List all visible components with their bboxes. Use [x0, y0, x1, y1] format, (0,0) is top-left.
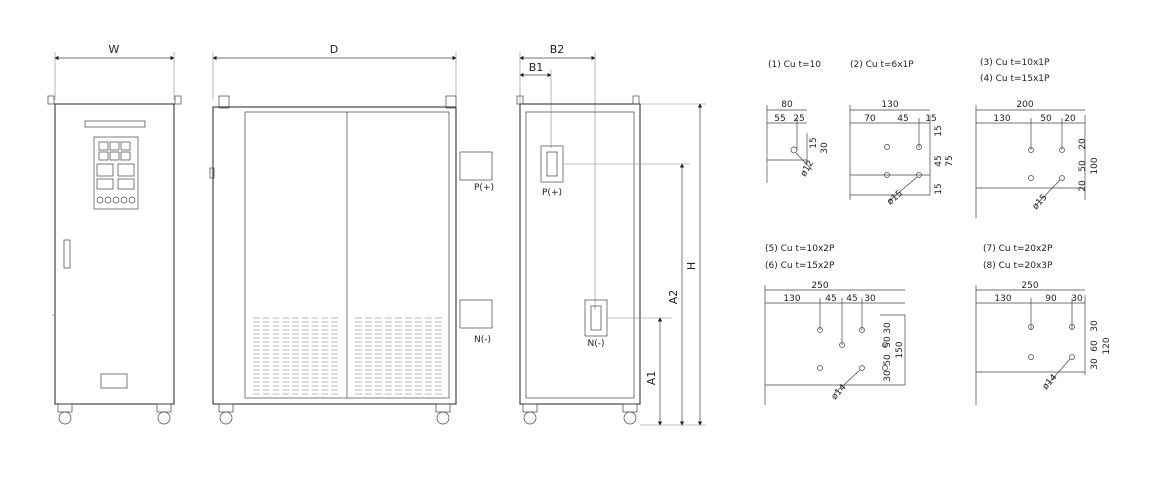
busbar-dim: 45	[825, 294, 836, 304]
busbar-dim: 20	[1078, 138, 1088, 150]
busbar-dim: 50	[883, 336, 893, 348]
busbar-dim: 150	[895, 341, 905, 358]
busbar-hole: ø15	[1031, 193, 1050, 212]
front-view: W	[47, 43, 182, 425]
busbar-title: (8) Cu t=20x3P	[983, 261, 1053, 271]
busbar-hole: ø14	[1041, 373, 1060, 392]
busbar-dim: 30	[1090, 358, 1100, 370]
busbar-dim: 15	[809, 137, 819, 148]
rear-view: B2 B1 P(+) N(-) A1 A2 H	[516, 43, 706, 426]
busbar-dim: 20	[1078, 180, 1088, 192]
busbar-dim: 50	[1078, 160, 1088, 172]
busbar-dim: 250	[811, 281, 828, 291]
busbar-detail-3: (3) Cu t=10x1P (4) Cu t=15x1P 200 130 50…	[975, 58, 1100, 218]
busbar-dim: 75	[945, 155, 955, 166]
busbar-dim: 200	[1016, 100, 1033, 110]
busbar-dim: 100	[1090, 157, 1100, 174]
busbar-dim: 45	[846, 294, 857, 304]
busbar-hole: ø15	[886, 189, 905, 208]
rear-terminal-n-label: N(-)	[587, 339, 604, 349]
busbar-dim: 130	[881, 100, 898, 110]
busbar-dim: 15	[934, 183, 944, 194]
busbar-dim: 25	[793, 114, 804, 124]
b2-dim-label: B2	[550, 43, 565, 56]
busbar-dim: 50	[883, 354, 893, 366]
busbar-dim: 80	[781, 100, 793, 110]
busbar-dim: 45	[934, 155, 944, 166]
busbar-title: (7) Cu t=20x2P	[983, 244, 1053, 254]
a2-dim-label: A2	[667, 290, 680, 305]
busbar-title: (4) Cu t=15x1P	[980, 74, 1050, 84]
busbar-dim: 250	[1021, 281, 1038, 291]
busbar-dim: 30	[1071, 294, 1083, 304]
busbar-dim: 50	[1040, 114, 1052, 124]
busbar-dim: 15	[925, 114, 936, 124]
busbar-dim: 45	[897, 114, 908, 124]
side-view: D P(+) N(-)	[209, 43, 494, 425]
busbar-dim: 30	[1090, 320, 1100, 332]
busbar-detail-5: (5) Cu t=10x2P (6) Cu t=15x2P 250 130 45…	[764, 244, 906, 405]
busbar-detail-7: (7) Cu t=20x2P (8) Cu t=20x3P 250 130 90…	[975, 244, 1112, 405]
busbar-dim: 15	[934, 125, 944, 136]
busbar-title: (2) Cu t=6x1P	[850, 60, 914, 70]
busbar-title: (5) Cu t=10x2P	[765, 244, 835, 254]
busbar-dim: 120	[1102, 337, 1112, 354]
busbar-title: (6) Cu t=15x2P	[765, 261, 835, 271]
side-terminal-n-label: N(-)	[474, 335, 491, 345]
busbar-dim: 90	[1045, 294, 1057, 304]
depth-dim-label: D	[330, 43, 338, 56]
busbar-dim: 130	[993, 114, 1010, 124]
side-terminal-p-label: P(+)	[474, 183, 494, 193]
busbar-dim: 70	[864, 114, 876, 124]
busbar-dim: 130	[994, 294, 1011, 304]
h-dim-label: H	[685, 262, 698, 270]
b1-dim-label: B1	[529, 61, 544, 74]
busbar-dim: 55	[774, 114, 785, 124]
busbar-hole: ø12	[799, 159, 816, 179]
busbar-dim: 30	[883, 370, 893, 382]
busbar-dim: 30	[820, 142, 830, 154]
busbar-hole: ø14	[830, 383, 849, 402]
busbar-dim: 130	[783, 294, 800, 304]
busbar-detail-1: (1) Cu t=10 80 55 25 15 30 ø12	[766, 60, 830, 183]
busbar-dim: 20	[1064, 114, 1076, 124]
a1-dim-label: A1	[645, 371, 658, 386]
busbar-dim: 30	[864, 294, 876, 304]
busbar-dim: 30	[883, 322, 893, 334]
busbar-title: (3) Cu t=10x1P	[980, 58, 1050, 68]
busbar-detail-2: (2) Cu t=6x1P 130 70 45 15 15 45 75 15 ø…	[849, 60, 955, 208]
width-dim-label: W	[109, 43, 120, 56]
busbar-title: (1) Cu t=10	[768, 60, 821, 70]
busbar-dim: 60	[1090, 340, 1100, 352]
side-louvers	[253, 317, 442, 395]
rear-terminal-p-label: P(+)	[542, 188, 562, 198]
